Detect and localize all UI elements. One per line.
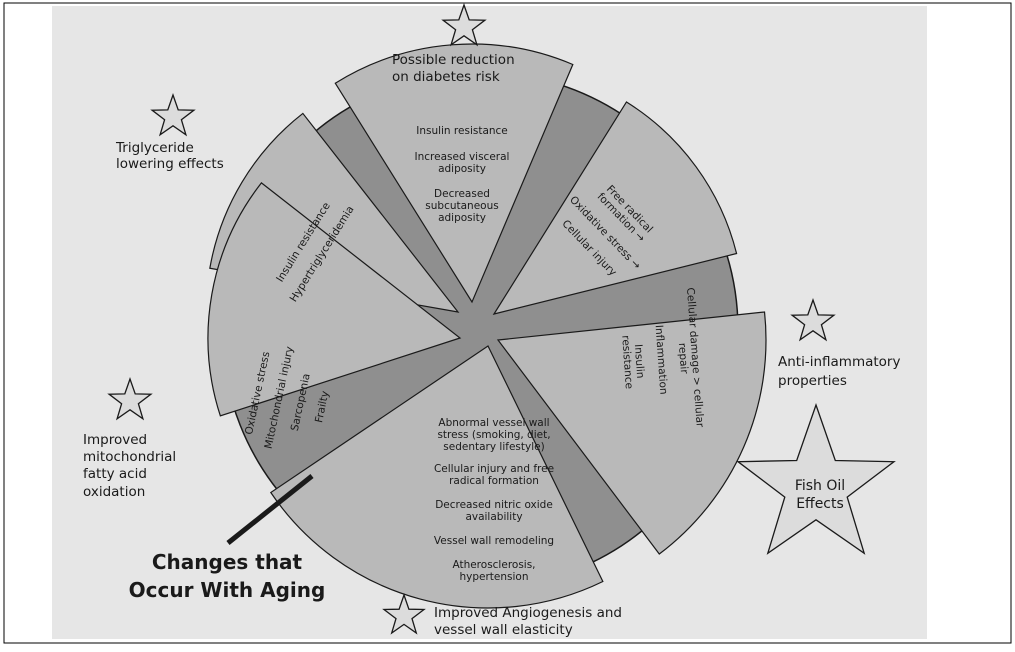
effect-anti-inflammatory-label: Anti-inflammatory [778, 354, 900, 370]
segment-bottom-line: hypertension [459, 571, 528, 583]
effect-anti-inflammatory-label: properties [778, 373, 847, 389]
star-triglyceride-icon [150, 93, 196, 137]
segment-top-line: Decreased [434, 188, 490, 200]
segment-top-line: adiposity [438, 212, 486, 224]
star-angiogenesis-icon [382, 593, 426, 635]
segment-bottom-line: Atherosclerosis, [452, 559, 535, 571]
effect-mitochondrial-label: Improved [83, 432, 147, 448]
segment-bottom-line: stress (smoking, diet, [437, 429, 550, 441]
segment-top-text: Insulin resistance Increased visceral ad… [415, 125, 510, 224]
star-mitochondrial-icon [107, 377, 153, 421]
effect-triglyceride-label: Triglyceride [115, 140, 194, 156]
star-anti-inflammatory-icon [790, 298, 836, 342]
star-fish-oil-effects-icon [736, 403, 896, 555]
segment-top-line: subcutaneous [425, 200, 498, 212]
hub-label-line: Fish Oil [795, 478, 845, 494]
center-label-line: Occur With Aging [129, 578, 326, 602]
effect-angiogenesis-label: vessel wall elasticity [434, 622, 573, 638]
segment-top-line: Insulin resistance [416, 125, 508, 137]
segment-bottom-wedge [269, 345, 604, 609]
segment-bottom-line: availability [465, 511, 522, 523]
hub-label: Fish Oil Effects [795, 478, 845, 512]
segment-top-line: adiposity [438, 163, 486, 175]
center-label: Changes that Occur With Aging [129, 550, 326, 602]
star-group [107, 3, 896, 635]
effect-triglyceride-label: lowering effects [116, 156, 224, 172]
segment-bottom-text: Abnormal vessel wall stress (smoking, di… [434, 417, 554, 583]
effect-mitochondrial-label: fatty acid [83, 466, 147, 482]
segment-right-wedge [496, 311, 767, 555]
effect-mitochondrial-label: oxidation [83, 484, 145, 500]
segment-top-line: Increased visceral [415, 151, 510, 163]
segment-bottom-line: Cellular injury and free [434, 463, 554, 475]
effect-labels: Possible reduction on diabetes risk Trig… [83, 52, 900, 638]
segment-bottom-line: Abnormal vessel wall [438, 417, 549, 429]
segment-bottom-line: sedentary lifestyle) [443, 441, 544, 453]
segment-bottom-line: radical formation [449, 475, 539, 487]
wedge-group [207, 43, 767, 609]
center-label-line: Changes that [152, 550, 303, 574]
segment-right-line: resistance [619, 335, 635, 390]
effect-diabetes-label: Possible reduction [392, 52, 515, 68]
segment-right-line: Inflammation [653, 325, 670, 395]
segment-bottom-line: Decreased nitric oxide [435, 499, 553, 511]
effect-angiogenesis-label: Improved Angiogenesis and [434, 605, 622, 621]
segment-right-line: Insulin [632, 344, 646, 379]
hub-label-line: Effects [796, 496, 844, 512]
segment-left-wedge [207, 182, 462, 417]
effect-mitochondrial-label: mitochondrial [83, 449, 176, 465]
segment-upper-right-wedge [492, 101, 738, 315]
star-diabetes-icon [441, 3, 487, 47]
pointer-line [226, 474, 314, 545]
segment-right-line: repair [676, 342, 690, 374]
segment-bottom-line: Vessel wall remodeling [434, 535, 554, 547]
effect-diabetes-label: on diabetes risk [392, 69, 500, 85]
